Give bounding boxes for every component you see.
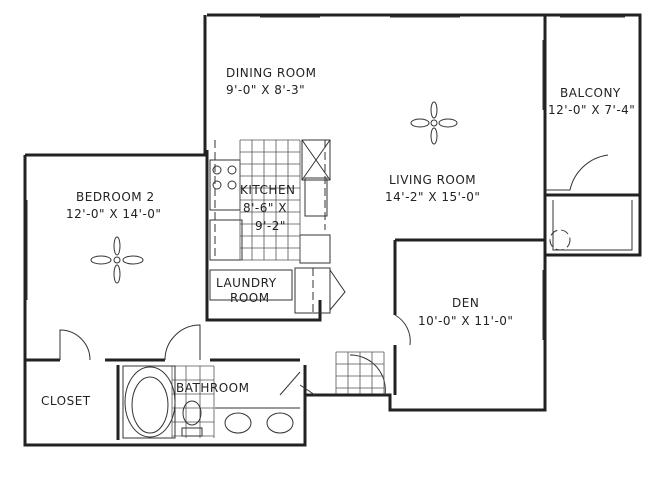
bedroom-2-size: 12'-0" X 14'-0" xyxy=(66,207,161,221)
kitchen-size-line2: 9'-2" xyxy=(255,219,286,233)
bedroom-2-name: BEDROOM 2 xyxy=(76,190,155,204)
kitchen-name: KITCHEN xyxy=(240,183,296,197)
kitchen-size-line1: 8'-6" X xyxy=(243,201,287,215)
tile-grid xyxy=(171,139,385,438)
doors xyxy=(59,154,609,396)
balcony-size: 12'-0" X 7'-4" xyxy=(548,103,635,117)
bathroom-name: BATHROOM xyxy=(176,381,249,395)
laundry-name-line1: LAUNDRY xyxy=(216,276,277,290)
living-room-size: 14'-2" X 15'-0" xyxy=(385,190,480,204)
balcony-name: BALCONY xyxy=(560,86,621,100)
den-size: 10'-0" X 11'-0" xyxy=(418,314,513,328)
den-name: DEN xyxy=(452,296,479,310)
laundry-name-line2: ROOM xyxy=(230,291,270,305)
bathroom-fixtures xyxy=(122,365,300,439)
walls xyxy=(23,13,642,447)
windows xyxy=(26,16,625,340)
room-labels: DINING ROOM 9'-0" X 8'-3" LIVING ROOM 14… xyxy=(41,66,635,408)
living-room-name: LIVING ROOM xyxy=(389,173,476,187)
dining-room-name: DINING ROOM xyxy=(226,66,316,80)
dining-room-size: 9'-0" X 8'-3" xyxy=(226,83,305,97)
ceiling-fans xyxy=(90,101,571,284)
closet-name: CLOSET xyxy=(41,394,91,408)
